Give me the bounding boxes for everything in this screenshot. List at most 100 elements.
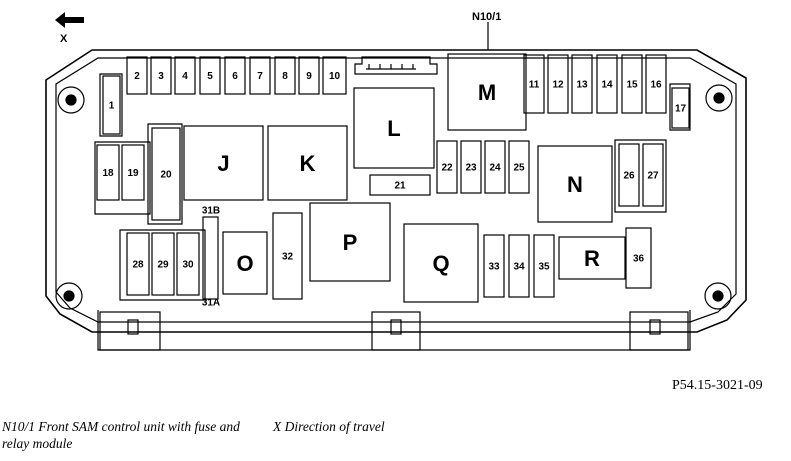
relay-label-R: R (584, 246, 600, 271)
relay-label-N: N (567, 172, 583, 197)
relay-K (267, 125, 348, 201)
fuse-label-1: 1 (109, 101, 115, 112)
fuse-24 (484, 140, 506, 194)
fuse-1 (102, 75, 121, 135)
fuse-label-15: 15 (626, 80, 638, 91)
mount-hole-top-right (705, 84, 733, 112)
bottom-slot-left (127, 319, 139, 335)
relay-L (353, 87, 435, 169)
legend-n101: N10/1 Front SAM control unit with fuse a… (2, 419, 240, 451)
direction-arrow-icon (55, 12, 84, 28)
fuse-36 (625, 227, 652, 289)
fuse-2 (126, 56, 148, 95)
fuse-18 (96, 144, 120, 201)
mount-hole-bottom-left (55, 282, 83, 310)
relay-label-K: K (300, 151, 316, 176)
module-label: N10/1 (472, 11, 501, 23)
fuse-19 (121, 144, 145, 201)
fuse-label-17: 17 (675, 104, 687, 115)
fuse-13 (571, 54, 593, 114)
fuse-9 (298, 56, 320, 95)
bottom-tab-left (99, 311, 161, 351)
relay-R (558, 236, 626, 280)
holder-1 (99, 73, 123, 137)
fuse-3 (150, 56, 172, 95)
fuse-label-19: 19 (127, 168, 139, 179)
fuse-label-34: 34 (513, 262, 525, 273)
fuse-22 (436, 140, 458, 194)
fuse-label-32: 32 (282, 252, 294, 263)
relay-M (447, 53, 527, 131)
fuse-label-29: 29 (157, 260, 169, 271)
fuse-14 (596, 54, 618, 114)
housing-outline (45, 49, 747, 333)
top-connector (354, 56, 438, 75)
fuse-label-23: 23 (465, 163, 477, 174)
fuse-label-25: 25 (513, 163, 525, 174)
fuse-4 (174, 56, 196, 95)
fuse-label-21: 21 (394, 181, 406, 192)
fuse-label-18: 18 (102, 168, 114, 179)
fuse-label-36: 36 (633, 254, 645, 265)
fuse-label-11: 11 (529, 80, 540, 91)
relay-label-J: J (217, 151, 229, 176)
fuse-12 (547, 54, 569, 114)
fuse-5 (199, 56, 221, 95)
fuse-label-12: 12 (552, 80, 564, 91)
relay-Q (403, 223, 479, 303)
fuse-label-3: 3 (158, 71, 164, 82)
mount-hole-top-left (57, 86, 85, 114)
bottom-tab-right (629, 311, 689, 351)
relay-label-M: M (478, 80, 496, 105)
fuse-10 (322, 56, 347, 95)
fuse-label-28: 28 (132, 260, 144, 271)
fuse-25 (508, 140, 530, 194)
fuse-label-31B: 31B (202, 206, 220, 217)
fuse-label-30: 30 (182, 260, 194, 271)
fuse-35 (533, 234, 555, 298)
fuse-30 (176, 232, 200, 296)
fuse-label-7: 7 (257, 71, 263, 82)
holder-17 (669, 83, 691, 131)
fuse-20 (151, 127, 181, 221)
fuse-34 (508, 234, 530, 298)
fuse-label-4: 4 (182, 71, 188, 82)
connector-pins (366, 64, 416, 70)
fuse-15 (621, 54, 643, 114)
fuse-label-9: 9 (306, 71, 312, 82)
relay-label-Q: Q (432, 251, 449, 276)
fuse-label-35: 35 (538, 262, 550, 273)
relay-J (183, 125, 264, 201)
relay-label-O: O (236, 251, 253, 276)
fuse-label-33: 33 (488, 262, 500, 273)
direction-arrow: X (55, 12, 84, 45)
fuse-label-20: 20 (160, 170, 172, 181)
fuse-21 (369, 174, 431, 196)
fuse-label-13: 13 (576, 80, 588, 91)
fuse-28 (126, 232, 150, 296)
fuse-23 (460, 140, 482, 194)
fuse-26 (618, 143, 640, 207)
fuse-label-2: 2 (134, 71, 140, 82)
mount-hole-bottom-right (704, 282, 732, 310)
fuse-label-24: 24 (489, 163, 501, 174)
fuse-7 (249, 56, 271, 95)
reference-code: P54.15-3021-09 (672, 378, 763, 393)
fuse-label-22: 22 (441, 163, 453, 174)
fuse-label-8: 8 (282, 71, 288, 82)
bottom-slot-middle (390, 319, 402, 335)
holder-20 (147, 123, 183, 225)
fuse-16 (645, 54, 667, 114)
fuse-label-14: 14 (601, 80, 613, 91)
fuse-8 (274, 56, 296, 95)
holder-left-lower (119, 229, 206, 301)
fuse-label-31A: 31A (202, 298, 220, 309)
relay-O (222, 231, 268, 295)
relay-N (537, 145, 613, 223)
relay-label-L: L (387, 116, 400, 141)
fuse-label-10: 10 (329, 71, 341, 82)
fuse-31 (202, 216, 219, 300)
direction-label: X (60, 33, 68, 45)
